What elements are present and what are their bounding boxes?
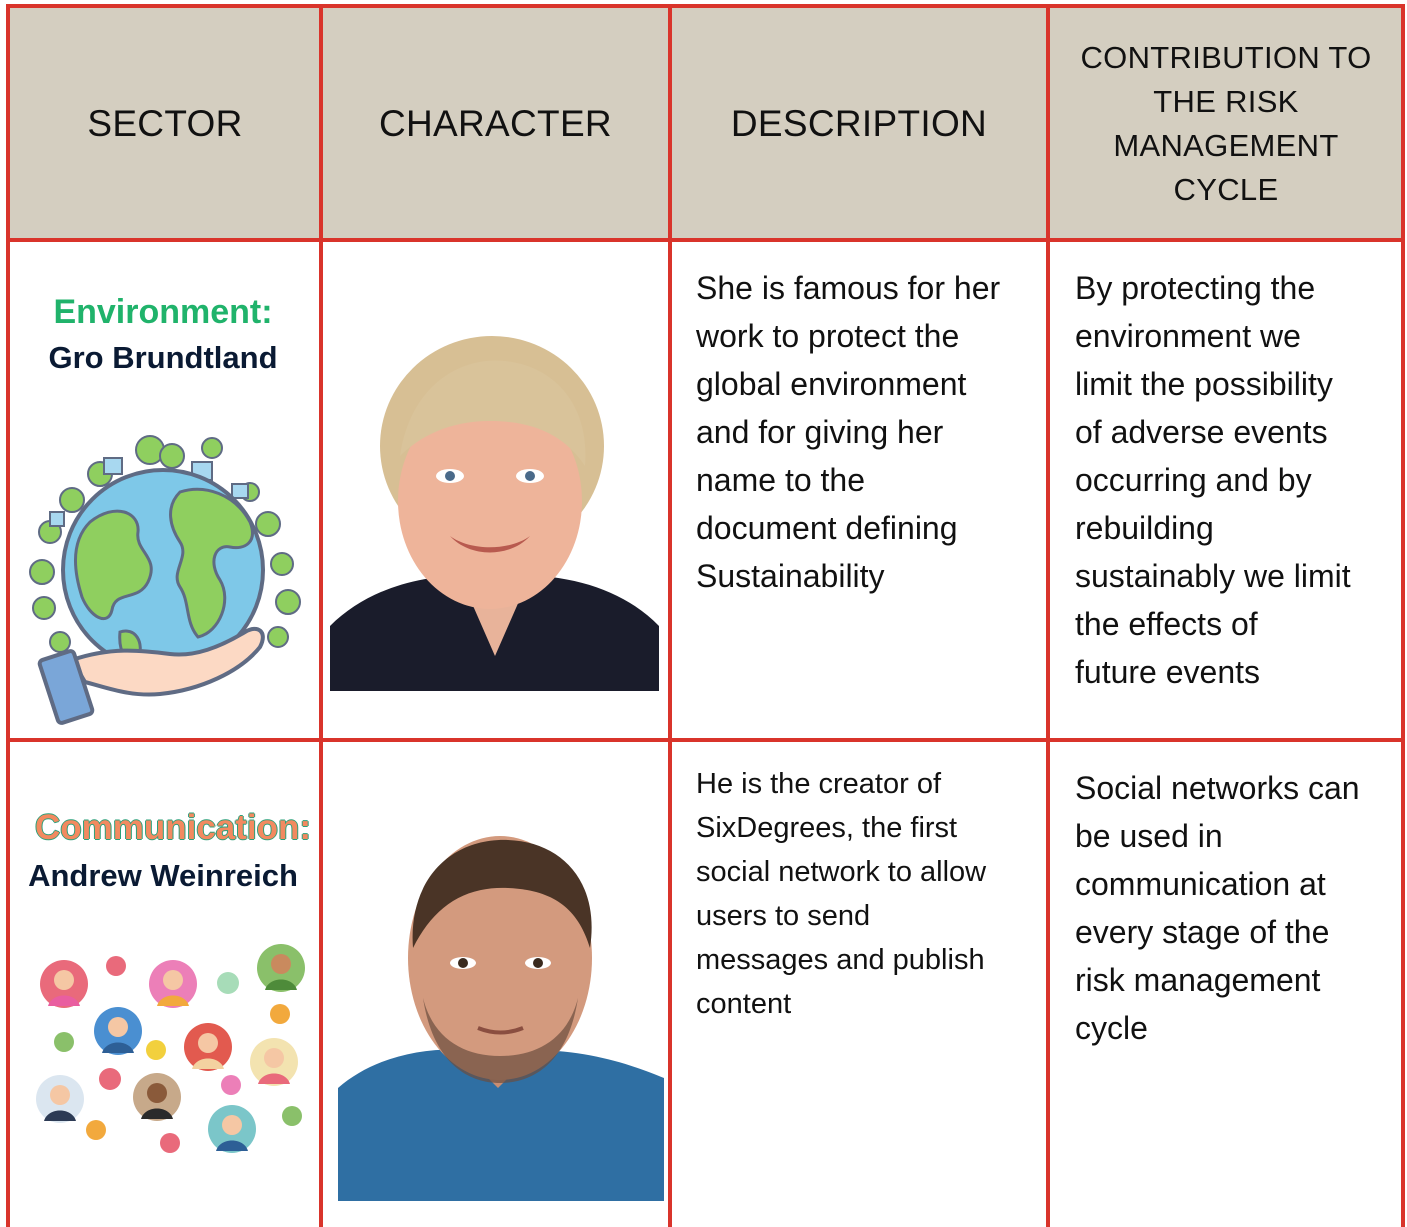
description-brundtland: She is famous for her work to protect th… [696, 270, 1001, 594]
earth-in-hand-illustration [29, 435, 301, 725]
character-name-brundtland: Gro Brundtland [48, 340, 278, 375]
sector-label-communication: Communication: [34, 808, 312, 847]
portrait-photo-weinreich [338, 828, 664, 1201]
column-divider-1 [319, 4, 323, 1227]
row-divider [6, 738, 1405, 742]
portrait-photo-brundtland [330, 326, 659, 691]
column-divider-3 [1046, 4, 1050, 1227]
column-divider-2 [668, 4, 672, 1227]
table-border-top [6, 4, 1405, 8]
column-border-left [6, 4, 10, 1227]
social-network-avatars-illustration [36, 944, 305, 1153]
contribution-environment: By protecting the environment we limit t… [1075, 270, 1351, 690]
character-name-weinreich: Andrew Weinreich [28, 858, 298, 893]
header-contribution: CONTRIBUTION TO THE RISK MANAGEMENT CYCL… [1080, 39, 1372, 207]
header-character: CHARACTER [379, 102, 612, 144]
sector-label-environment: Environment: [53, 293, 273, 331]
contribution-communication: Social networks can be used in communica… [1075, 770, 1360, 1046]
header-description: DESCRIPTION [730, 102, 988, 144]
column-border-right [1401, 4, 1405, 1227]
table-header-background [8, 8, 1402, 239]
description-weinreich: He is the creator of SixDegrees, the fir… [696, 768, 987, 1020]
header-sector: SECTOR [87, 102, 243, 144]
header-divider [6, 238, 1405, 242]
